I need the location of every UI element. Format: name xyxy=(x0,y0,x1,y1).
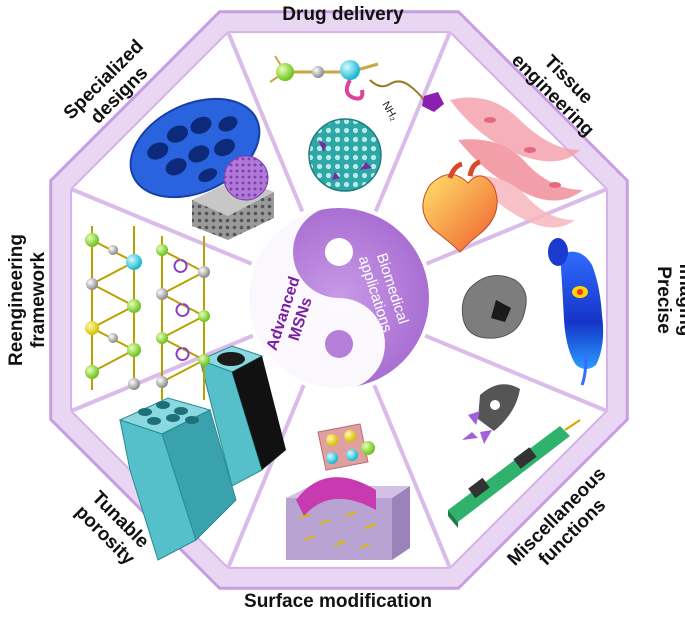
specialized-designs-illustration xyxy=(129,97,274,240)
miscellaneous-functions-illustration xyxy=(448,384,581,528)
label-precise-imaging: Precise imaging xyxy=(653,264,685,337)
mesoporous-sphere xyxy=(308,118,382,192)
reengineering-framework-illustration xyxy=(85,226,210,400)
precise-imaging-illustration xyxy=(461,238,604,386)
mouse-fluorescence xyxy=(548,238,604,386)
framework-lattice-left xyxy=(85,226,142,390)
label-reengineering-framework: Reengineering framework xyxy=(6,234,49,366)
rocket xyxy=(462,384,520,444)
single-pore-column xyxy=(198,345,286,487)
svg-text:imaging: imaging xyxy=(675,264,685,337)
dice-particle xyxy=(317,423,375,471)
sensor-strip xyxy=(448,419,581,528)
grey-tissue-section xyxy=(461,275,527,339)
center-yin-yang: Advanced MSNs Biomedical applications xyxy=(245,204,433,392)
tissue-engineering-illustration xyxy=(422,97,583,253)
svg-text:framework: framework xyxy=(28,252,49,349)
multi-pore-column xyxy=(118,397,237,561)
svg-text:Reengineering: Reengineering xyxy=(6,234,27,366)
cube-with-sphere xyxy=(192,155,274,240)
surface-modification-illustration xyxy=(286,423,410,560)
heart-model xyxy=(422,159,498,253)
label-drug-delivery: Drug delivery xyxy=(282,4,404,25)
cell-sheets xyxy=(450,97,583,228)
modified-slab xyxy=(286,477,410,560)
label-surface-modification: Surface modification xyxy=(244,591,432,612)
framework-lattice-right xyxy=(156,236,210,400)
tunable-porosity-illustration xyxy=(118,345,286,561)
svg-text:Precise: Precise xyxy=(653,266,674,334)
